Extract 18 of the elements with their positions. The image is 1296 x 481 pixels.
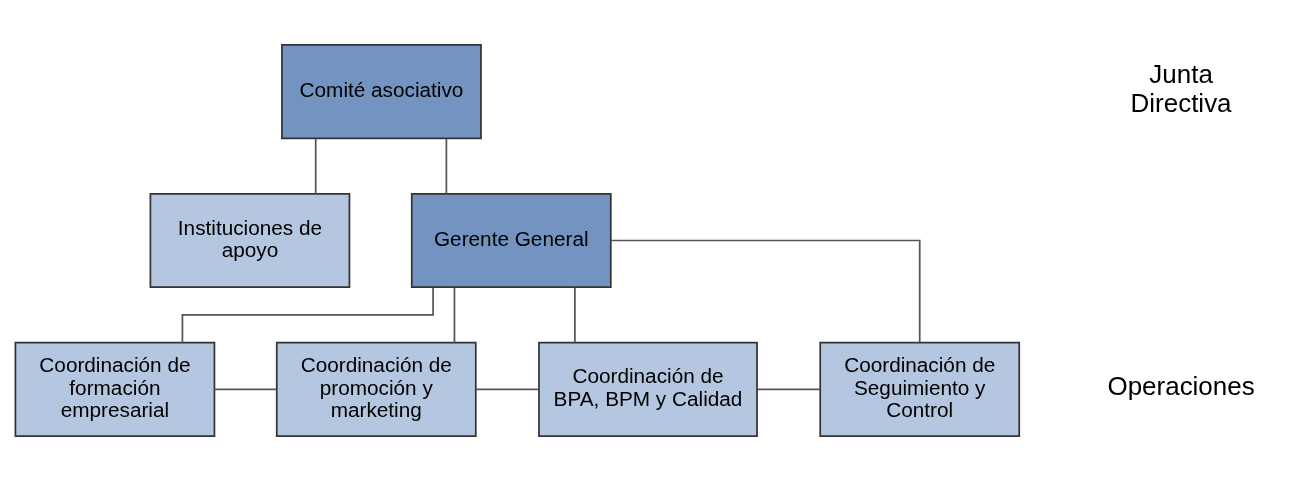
connector (445, 137, 448, 195)
node-box: Instituciones de apoyo (149, 192, 351, 289)
connector (756, 388, 821, 391)
connector (181, 287, 434, 343)
connector (610, 239, 921, 344)
connector (453, 286, 456, 344)
connector (574, 286, 576, 344)
node-box: Coordinación de BPA, BPM y Calidad (538, 341, 758, 437)
connector (314, 137, 317, 195)
connector (213, 388, 278, 391)
node-box: Coordinación de promoción y marketing (275, 341, 477, 437)
node-box: Gerente General (410, 192, 612, 289)
connector (475, 388, 540, 391)
node-box: Coordinación de Seguimiento y Control (819, 341, 1021, 437)
node-box: Coordinación de formación empresarial (14, 341, 216, 437)
label: Junta Directiva (1130, 59, 1232, 119)
label: Operaciones (1107, 371, 1255, 402)
node-box: Comité asociativo (281, 44, 482, 140)
